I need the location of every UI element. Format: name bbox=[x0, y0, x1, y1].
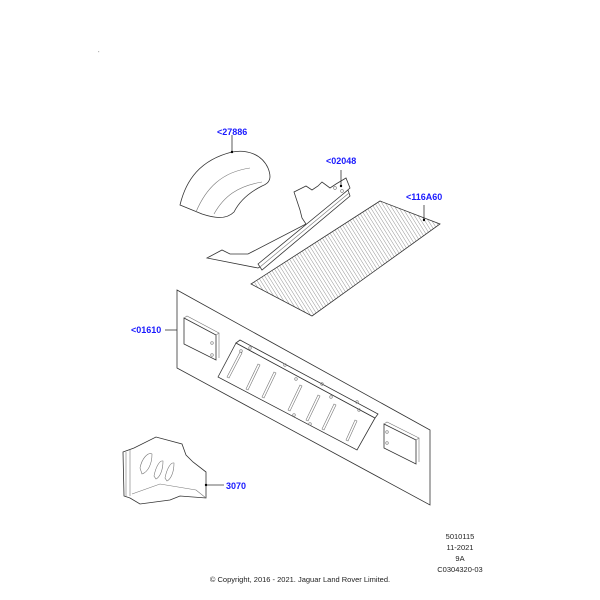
meta-code: 5010115 bbox=[445, 532, 475, 541]
wheelarch-liner-part[interactable] bbox=[179, 135, 271, 218]
meta-rev: 9A bbox=[455, 554, 465, 563]
rear-panel-part[interactable] bbox=[165, 289, 431, 506]
diagram-meta: 5010115 11-2021 9A C0304320-03 bbox=[420, 531, 500, 575]
callout-02048[interactable]: <02048 bbox=[326, 156, 357, 166]
meta-ref: C0304320-03 bbox=[437, 565, 483, 574]
callout-3070[interactable]: 3070 bbox=[226, 481, 247, 491]
callout-116A60[interactable]: <116A60 bbox=[406, 192, 443, 202]
corrugated-panel-part[interactable] bbox=[250, 200, 441, 317]
copyright-notice: © Copyright, 2016 - 2021. Jaguar Land Ro… bbox=[209, 575, 391, 584]
meta-date: 11-2021 bbox=[446, 543, 474, 552]
footwell-bracket-part[interactable] bbox=[122, 436, 224, 505]
stray-mark bbox=[98, 51, 100, 53]
callout-27886[interactable]: <27886 bbox=[217, 127, 248, 137]
callout-01610[interactable]: <01610 bbox=[131, 325, 162, 335]
rail-bracket-part[interactable] bbox=[205, 170, 351, 271]
